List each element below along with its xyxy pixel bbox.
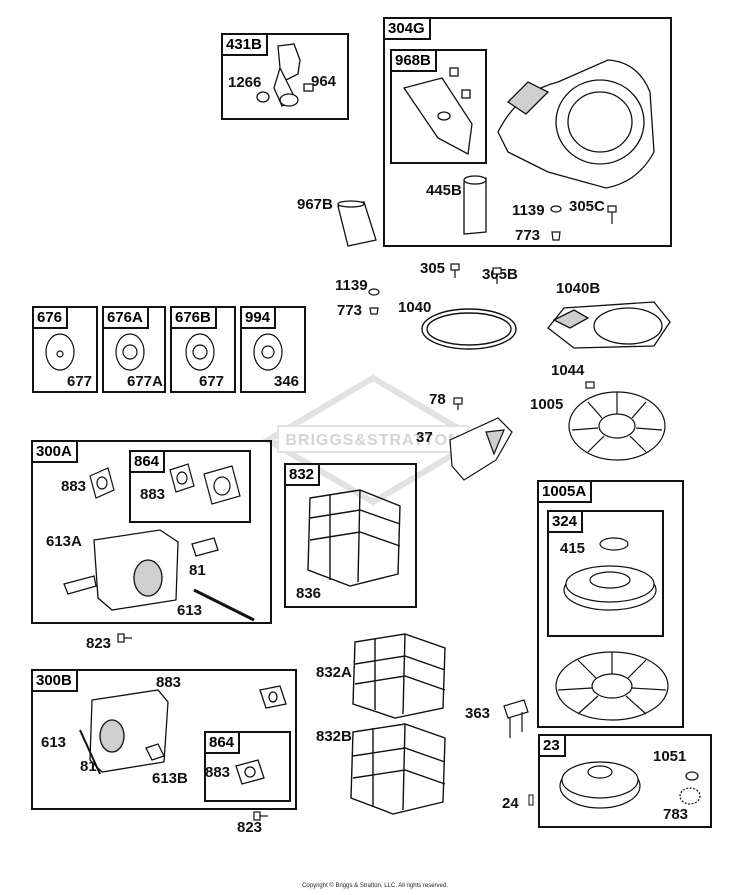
group-832: 832 [284, 463, 417, 608]
part-label-832b: 832B [316, 728, 352, 745]
watermark-logo: BRIGGS&STRATTON [262, 374, 484, 506]
part-label-1005: 1005 [530, 396, 564, 413]
flywheel-fan-1005a-part [552, 640, 672, 724]
sleeve-part [334, 200, 378, 248]
muffler-300b-part [40, 682, 290, 792]
group-864-bottom: 864 [204, 731, 291, 802]
group-tag: 994 [242, 308, 277, 329]
gaskets-part [86, 462, 246, 518]
group-676a: 676A [102, 306, 166, 393]
group-300a: 300A [31, 440, 272, 624]
group-tag: 304G [385, 19, 431, 40]
group-676: 676 [32, 306, 98, 393]
part-label-823: 823 [237, 819, 263, 836]
key-pin-part [528, 794, 534, 806]
group-304g: 304G [383, 17, 672, 247]
group-tag: 300A [33, 442, 78, 463]
part-label-677a: 677A [127, 373, 163, 390]
guard-832a-part [345, 632, 455, 722]
part-label-883: 883 [140, 486, 166, 503]
group-tag: 832 [286, 465, 321, 486]
copyright-notice: Copyright © Briggs & Stratton, LLC. All … [302, 883, 448, 889]
fasteners-part [550, 204, 620, 242]
group-tag: 676A [104, 308, 149, 329]
flywheel-fan-part [566, 381, 668, 464]
watermark: BRIGGS&STRATTON [258, 370, 488, 510]
part-label-78: 78 [429, 391, 446, 408]
part-label-773: 773 [515, 227, 541, 244]
group-968b: 968B [390, 49, 487, 164]
group-324: 324 [547, 510, 664, 637]
muffler-guard-part [300, 482, 408, 592]
part-label-613: 613 [41, 734, 67, 751]
part-label-677: 677 [67, 373, 93, 390]
blower-housing-part [488, 52, 658, 192]
part-label-1040: 1040 [398, 299, 432, 316]
group-tag: 1005A [539, 482, 593, 503]
group-tag: 431B [223, 35, 268, 56]
group-tag: 300B [33, 671, 78, 692]
group-431b: 431B [221, 33, 349, 120]
air-cleaner-cover-part [398, 64, 484, 160]
part-label-1051: 1051 [653, 748, 687, 765]
part-label-883: 883 [205, 764, 231, 781]
small-fasteners-part [366, 262, 506, 315]
guard-832b-part [343, 722, 455, 818]
part-label-1040b: 1040B [556, 280, 601, 297]
group-864-top: 864 [129, 450, 251, 523]
fan-cover-part [560, 536, 660, 630]
group-tag: 968B [392, 51, 437, 72]
part-label-37: 37 [416, 429, 433, 446]
part-label-613a: 613A [46, 533, 82, 550]
part-label-883: 883 [61, 478, 87, 495]
part-label-1266: 1266 [228, 74, 262, 91]
part-label-783: 783 [663, 806, 689, 823]
flywheel-ring-gear-part [558, 752, 703, 818]
group-tag: 676 [34, 308, 69, 329]
part-label-613b: 613B [152, 770, 188, 787]
part-label-967b: 967B [297, 196, 333, 213]
part-label-836: 836 [296, 585, 322, 602]
part-label-773: 773 [337, 302, 363, 319]
ignition-armature-part [500, 696, 530, 740]
group-tag: 864 [131, 452, 166, 473]
part-label-964: 964 [311, 73, 337, 90]
air-filter-part [460, 174, 490, 236]
group-300b: 300B [31, 669, 297, 810]
group-tag: 23 [540, 736, 566, 757]
watermark-text: BRIGGS&STRATTON [285, 432, 460, 449]
part-label-823: 823 [86, 635, 112, 652]
elbow-adapter-part [256, 40, 314, 110]
fan-shroud-part [544, 298, 674, 352]
group-tag: 324 [549, 512, 584, 533]
group-23: 23 [538, 734, 712, 828]
part-label-305: 305 [420, 260, 446, 277]
part-label-613: 613 [177, 602, 203, 619]
group-tag: 676B [172, 308, 217, 329]
muffler-300a-part [63, 520, 264, 622]
part-label-1139: 1139 [512, 202, 545, 219]
screw-part [252, 810, 268, 822]
group-tag: 864 [206, 733, 241, 754]
part-label-24: 24 [502, 795, 519, 812]
screw-part [116, 632, 132, 644]
part-label-305c: 305C [569, 198, 605, 215]
muffler-guards-part [40, 330, 300, 374]
group-1005a: 1005A [537, 480, 684, 728]
part-label-832a: 832A [316, 664, 352, 681]
part-label-81: 81 [189, 562, 206, 579]
deflector-part [440, 396, 516, 482]
part-label-346: 346 [274, 373, 300, 390]
group-994: 994 [240, 306, 306, 393]
part-label-363: 363 [465, 705, 491, 722]
group-676b: 676B [170, 306, 236, 393]
mounting-ring-part [418, 305, 520, 353]
part-label-1044: 1044 [551, 362, 585, 379]
part-label-415: 415 [560, 540, 586, 557]
part-label-1139: 1139 [335, 277, 368, 294]
part-label-677: 677 [199, 373, 225, 390]
part-label-883: 883 [156, 674, 182, 691]
part-label-445b: 445B [426, 182, 462, 199]
